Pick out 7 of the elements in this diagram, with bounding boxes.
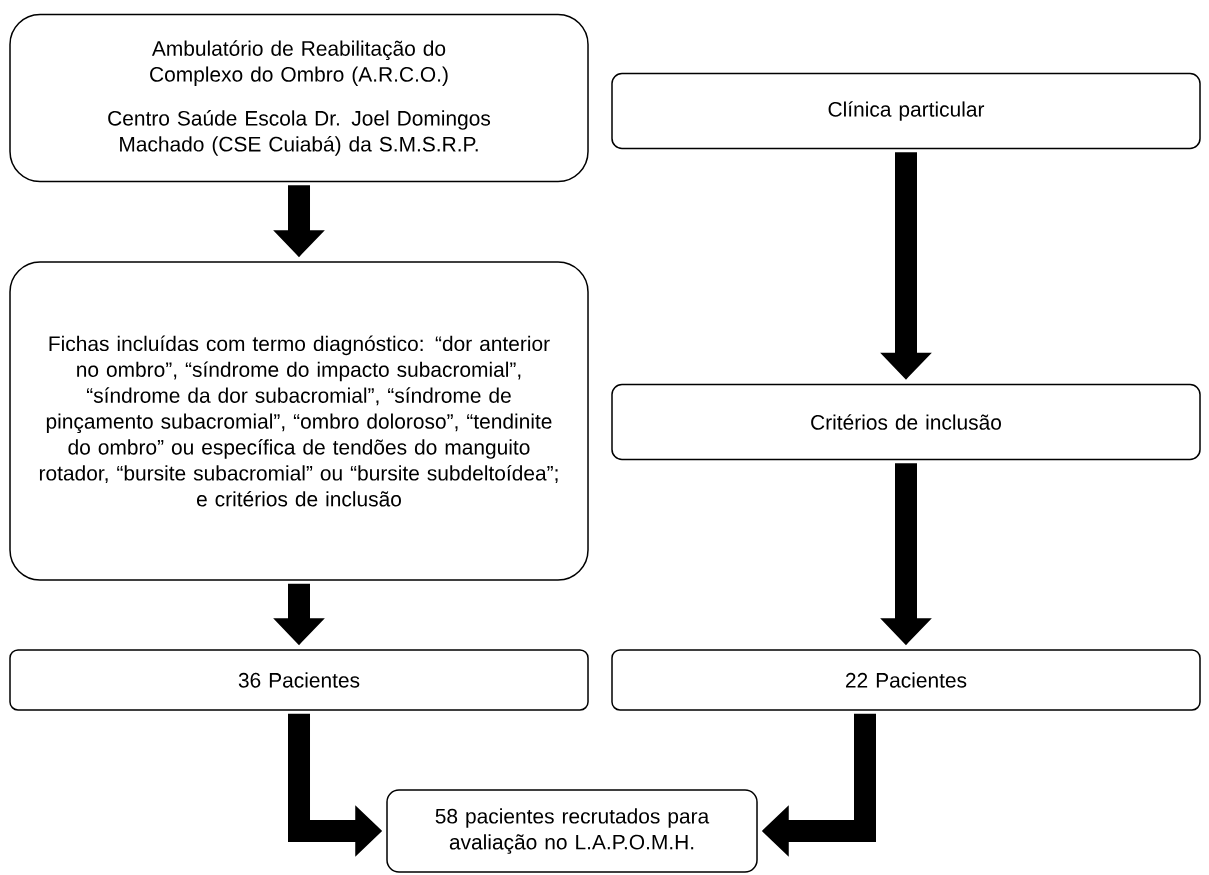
process-box: 36 Pacientes xyxy=(9,649,589,711)
process-box: Fichas incluídas com termo diagnóstico: “dor anterior no ombro”, “síndrome do impacto subacromial”, “síndrome da dor subacromial”, “síndrome de pinçamento subacromial”, “ombro doloroso”, “tendinite do ombro” ou específica de tendões do manguito rotador, “bursite subacromial” ou “bursite subdeltoídea”; e critérios de inclusão xyxy=(9,261,589,581)
process-box: Clínica particular xyxy=(611,72,1201,150)
process-box: 58 pacientes recrutados para avaliação no L.A.P.O.M.H. xyxy=(386,789,758,873)
process-box: 22 Pacientes xyxy=(611,649,1201,711)
process-box: Critérios de inclusão xyxy=(611,383,1201,461)
process-box: Ambulatório de Reabilitação do Complexo do Ombro (A.R.C.O.) Centro Saúde Escola Dr. Joel Domingos Machado (CSE Cuiabá) da S.M.S.R.P. xyxy=(9,13,589,183)
